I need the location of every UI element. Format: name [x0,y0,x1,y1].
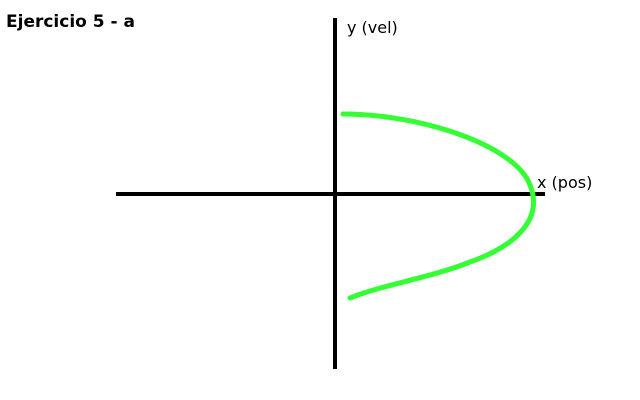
exercise-title: Ejercicio 5 - a [6,12,135,32]
x-axis-label: x (pos) [537,173,593,192]
phase-curve [340,111,537,301]
y-axis-label: y (vel) [347,18,398,37]
